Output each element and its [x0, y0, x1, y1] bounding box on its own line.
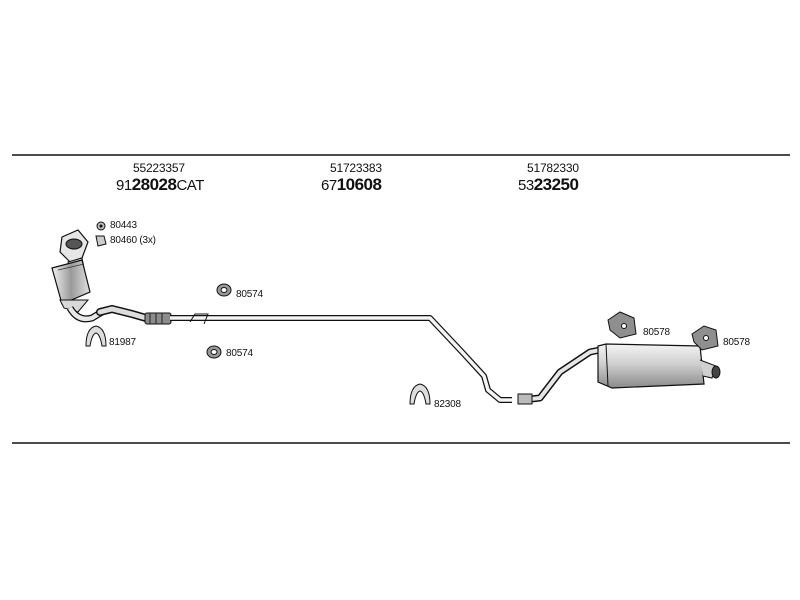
code-prefix-2: 67	[321, 177, 337, 194]
part-label-80460: 80460 (3x)	[110, 235, 156, 246]
code-main-2: 10608	[336, 175, 382, 194]
part-label-81987: 81987	[109, 337, 136, 348]
oem-number-3: 51782330	[527, 161, 579, 175]
catalytic-converter	[51, 229, 104, 323]
bolt-icon	[96, 221, 106, 231]
code-main-3: 23250	[533, 175, 579, 194]
mounting-bracket-icon	[607, 311, 637, 339]
part-label-80578-right: 80578	[723, 337, 750, 348]
catalog-code-2: 6710608	[321, 175, 382, 194]
catalog-code-1: 9128028CAT	[116, 176, 204, 193]
part-label-80578-left: 80578	[643, 327, 670, 338]
part-label-80443: 80443	[110, 220, 137, 231]
code-suffix-1: CAT	[176, 177, 204, 194]
clamp-icon	[409, 383, 431, 405]
code-prefix-3: 53	[518, 177, 534, 194]
code-prefix-1: 91	[116, 177, 132, 194]
rubber-ring-icon	[216, 283, 232, 297]
rubber-ring-icon	[206, 345, 222, 359]
oem-number-1: 55223357	[133, 161, 185, 175]
part-label-82308: 82308	[434, 399, 461, 410]
center-pipe	[170, 313, 512, 403]
code-main-1: 28028	[131, 175, 177, 194]
part-label-80574-upper: 80574	[236, 289, 263, 300]
clamp-icon	[85, 325, 107, 347]
nut-icon	[95, 235, 107, 247]
mounting-bracket-icon	[691, 325, 719, 351]
catalog-code-3: 5323250	[518, 175, 579, 194]
oem-number-2: 51723383	[330, 161, 382, 175]
front-pipe	[96, 304, 172, 325]
rear-muffler	[517, 343, 721, 405]
part-label-80574-lower: 80574	[226, 348, 253, 359]
